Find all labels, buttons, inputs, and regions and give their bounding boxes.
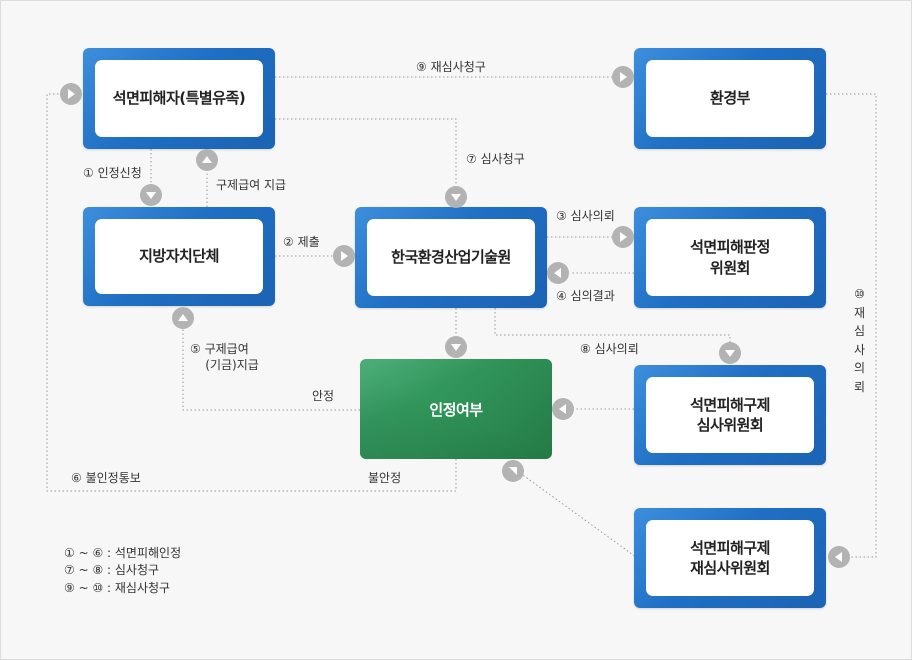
label-step5-relief-fund: ⑤ 구제급여 (기금)지급 [190,342,259,373]
label-step9-rereview-claim: ⑨ 재심사청구 [416,60,486,74]
node-relief-review-committee: 석면피해구제 심사위원회 [634,365,826,465]
node-relief-review-committee-label: 석면피해구제 심사위원회 [646,377,814,453]
label-rejected: 불안정 [368,471,402,485]
line-decision-to-rereview [519,472,637,558]
node-judgment-committee-label: 석면피해판정 위원회 [646,219,814,296]
node-relief-rereview-committee: 석면피해구제 재심사위원회 [634,508,826,608]
line-victim-to-keiti [275,118,457,186]
label-step4-result: ④ 심의결과 [556,289,615,303]
legend-item-rereview: ⑨ ~ ⑩ : 재심사청구 [64,580,171,595]
node-asbestos-victim: 석면피해자(특별유족) [83,48,275,149]
line-ministry-to-rereview [826,93,877,558]
node-asbestos-victim-label: 석면피해자(특별유족) [95,60,263,137]
label-step6-rejection: ⑥ 불인정통보 [71,471,141,485]
node-recognition-decision: 인정여부 [360,359,552,459]
node-relief-rereview-committee-label: 석면피해구제 재심사위원회 [646,520,814,596]
legend-item-recognition: ① ~ ⑥ : 석면피해인정 [64,546,182,560]
node-judgment-committee: 석면피해판정 위원회 [634,207,826,308]
node-local-government: 지방자치단체 [83,207,275,306]
line-decision-to-local [182,329,360,411]
node-keiti-label: 한국환경산업기술원 [367,219,535,296]
label-relief-payment: 구제급여 지급 [216,178,287,192]
label-step2-submit: ② 제출 [283,235,320,249]
legend-item-review: ⑦ ~ ⑧ : 심사청구 [64,563,160,578]
node-keiti: 한국환경산업기술원 [355,207,547,308]
node-ministry-of-environment: 환경부 [634,48,826,149]
line-reject-to-victim [46,93,457,492]
node-local-government-label: 지방자치단체 [95,219,263,294]
legend: ① ~ ⑥ : 석면피해인정 ⑦ ~ ⑧ : 심사청구 ⑨ ~ ⑩ : 재심사청… [64,545,181,597]
label-step8-review-request: ⑧ 심사의뢰 [580,342,639,356]
label-step3-request: ③ 심사의뢰 [556,209,615,223]
label-step10-rereview-request: ⑩ 재 심 사 의 뢰 [854,287,866,394]
label-step1-apply: ① 인정신청 [83,166,142,180]
node-ministry-of-environment-label: 환경부 [646,60,814,137]
label-step7-review-claim: ⑦ 심사청구 [466,152,525,166]
label-approved: 안정 [312,389,335,403]
line-keiti-to-review [494,308,731,342]
